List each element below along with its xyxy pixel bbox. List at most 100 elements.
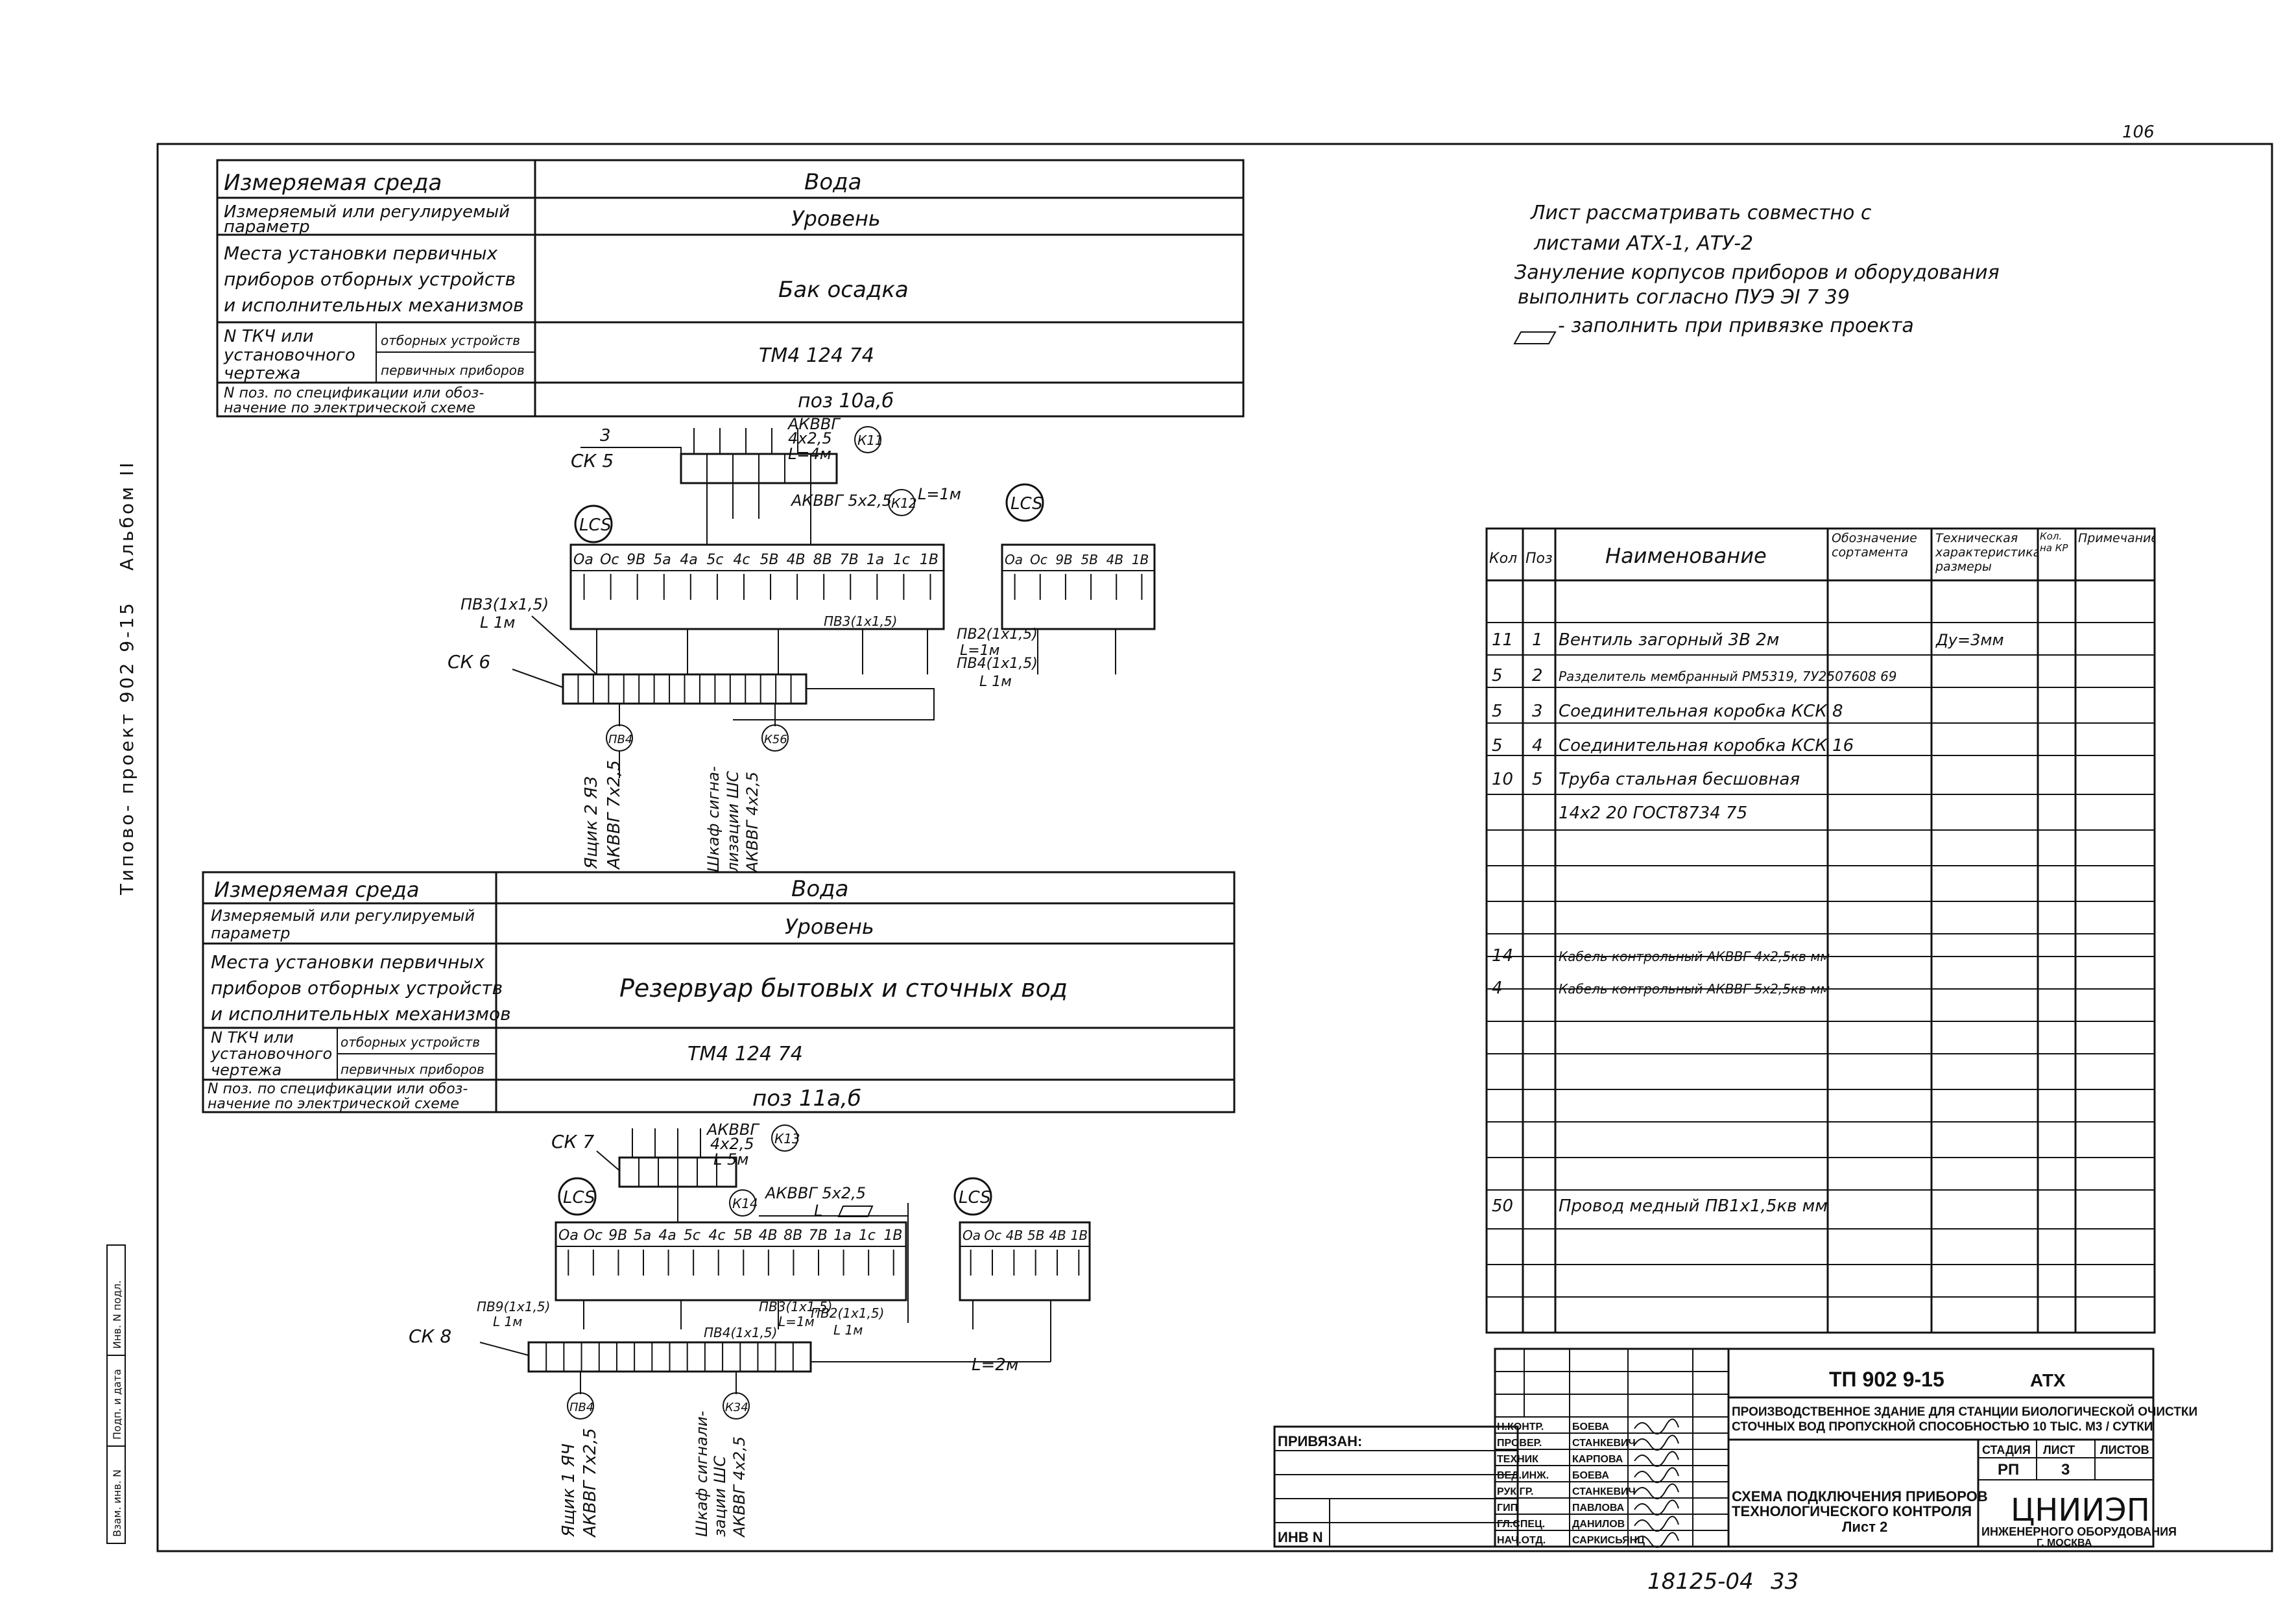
- note-line-1: Лист рассматривать совместно с: [1530, 202, 1872, 224]
- parameter-table-2: Измеряемая среда Измеряемый или регулиру…: [202, 871, 1236, 1113]
- header-dimensions: Техническая характеристика, размеры: [1935, 531, 2038, 574]
- tb-role: ВЕД.ИНЖ.: [1497, 1470, 1549, 1481]
- svg-text:К12: К12: [891, 495, 917, 511]
- t1-location: Бак осадка: [778, 277, 909, 303]
- tb-name: СТАНКЕВИЧ: [1572, 1438, 1636, 1449]
- svg-text:ПВ2(1х1,5): ПВ2(1х1,5): [811, 1305, 884, 1321]
- cable-marker-k12: [888, 489, 915, 516]
- lcs-device-4: [959, 1221, 1091, 1301]
- svg-text:LCS: LCS: [959, 1188, 991, 1207]
- svg-text:14: 14: [1492, 946, 1513, 966]
- svg-text:Ду=3мм: Ду=3мм: [1935, 631, 2004, 649]
- label-sk7: СК 7: [551, 1131, 594, 1152]
- svg-text:1: 1: [1532, 630, 1543, 650]
- svg-text:50: 50: [1492, 1196, 1513, 1216]
- svg-text:L=4м: L=4м: [788, 445, 831, 463]
- header-qty: Кол: [1489, 551, 1517, 567]
- title-block: ПРИВЯЗАН: ИНВ N Н.КОНТР.БОЕВАПРОВЕР.СТАН…: [1273, 1348, 2197, 1549]
- svg-text:4х2,5: 4х2,5: [788, 429, 832, 447]
- svg-text:Труба стальная бесшовная: Труба стальная бесшовная: [1559, 770, 1800, 789]
- tb-name: БОЕВА: [1572, 1470, 1609, 1481]
- svg-text:ИНЖЕНЕРНОГО ОБОРУДОВАНИЯ: ИНЖЕНЕРНОГО ОБОРУДОВАНИЯ: [1981, 1525, 2177, 1538]
- terminal-label: 4с: [708, 1228, 725, 1244]
- svg-text:СТАДИЯ: СТАДИЯ: [1982, 1444, 2031, 1456]
- svg-text:Шкаф сигнали-: Шкаф сигнали-: [693, 1411, 711, 1537]
- sheet-title-1: СХЕМА ПОДКЛЮЧЕНИЯ ПРИБОРОВ: [1732, 1488, 1988, 1504]
- svg-text:L 1м: L 1м: [979, 674, 1012, 690]
- org-name: ЦНИИЭП: [2011, 1492, 2150, 1528]
- terminal-label: 4а: [680, 552, 697, 568]
- terminal-label: 1В: [920, 552, 939, 568]
- t2-pos: поз 11а,б: [752, 1086, 861, 1111]
- svg-text:4: 4: [1492, 979, 1503, 998]
- building-line-1: ПРОИЗВОДСТВЕННОЕ ЗДАНИЕ ДЛЯ СТАНЦИИ БИОЛ…: [1732, 1405, 2197, 1419]
- header-pos: Поз: [1525, 551, 1553, 567]
- t2-medium: Вода: [791, 876, 848, 902]
- svg-text:АКВВГ 5х2,5: АКВВГ 5х2,5: [790, 492, 892, 510]
- note-line-5: - заполнить при привязке проекта: [1558, 315, 1914, 337]
- terminal-label: 8В: [783, 1228, 802, 1244]
- label-parameter: Измеряемый или регулируемый: [224, 202, 510, 222]
- svg-text:ПВ4(1х1,5): ПВ4(1х1,5): [957, 656, 1038, 672]
- svg-text:Соединительная коробка КСК 16: Соединительная коробка КСК 16: [1559, 736, 1854, 755]
- svg-text:приборов отборных устройств: приборов отборных устройств: [211, 977, 503, 999]
- spec-row: 14х2 20 ГОСТ8734 75: [1559, 803, 1747, 823]
- terminal-label: 4с: [733, 552, 750, 568]
- svg-text:Места установки первичных: Места установки первичных: [211, 951, 484, 973]
- svg-text:чертежа: чертежа: [211, 1061, 281, 1079]
- svg-text:лизации ШС: лизации ШС: [724, 771, 742, 873]
- tb-role: ПРОВЕР.: [1497, 1438, 1542, 1449]
- header-qty-kr: Кол. на КР: [2040, 530, 2068, 554]
- svg-text:5: 5: [1492, 666, 1503, 685]
- svg-text:4: 4: [1532, 736, 1543, 755]
- cable-marker-k13: [771, 1124, 798, 1152]
- note-line-3: Зануление корпусов приборов и оборудован…: [1514, 261, 2000, 284]
- svg-text:Соединительная коробка КСК 8: Соединительная коробка КСК 8: [1559, 702, 1843, 721]
- svg-text:ЛИСТ: ЛИСТ: [2043, 1444, 2075, 1456]
- svg-text:Инв. N подл.: Инв. N подл.: [111, 1280, 123, 1349]
- svg-text:Кабель контрольный АКВВГ 4х2,5: Кабель контрольный АКВВГ 4х2,5кв мм: [1559, 949, 1830, 964]
- svg-text:11: 11: [1492, 630, 1513, 650]
- svg-text:ПВ2(1х1,5): ПВ2(1х1,5): [957, 626, 1038, 643]
- label-location: Места установки первичных: [224, 243, 497, 264]
- svg-text:АКВВГ 4х2,5: АКВВГ 4х2,5: [730, 1436, 748, 1538]
- terminal-label: 1В: [1071, 1228, 1088, 1243]
- svg-text:начение по электрической схеме: начение по электрической схеме: [224, 400, 475, 416]
- svg-text:чертежа: чертежа: [224, 364, 300, 383]
- svg-text:L=1м: L=1м: [918, 485, 961, 503]
- side-album: Альбом II: [116, 460, 138, 571]
- signature-icon: [1634, 1418, 1679, 1434]
- terminal-label: 9В: [608, 1228, 627, 1244]
- lcs-symbol-right: [1005, 483, 1044, 522]
- svg-text:Разделитель мембранный РМ5319,: Разделитель мембранный РМ5319, 7У2507608…: [1559, 669, 1897, 684]
- svg-text:ПВ4(1х1,5): ПВ4(1х1,5): [704, 1325, 777, 1340]
- terminal-label: 4В: [1049, 1228, 1066, 1243]
- terminal-label: 9В: [1055, 552, 1072, 567]
- terminal-label: 8В: [813, 552, 832, 568]
- svg-text:зации ШС: зации ШС: [711, 1456, 729, 1537]
- label-medium: Измеряемая среда: [224, 170, 442, 196]
- cable-marker-k34: [723, 1392, 750, 1420]
- svg-text:параметр: параметр: [211, 924, 290, 942]
- tb-name: БОЕВА: [1572, 1421, 1609, 1432]
- svg-text:ЛИСТОВ: ЛИСТОВ: [2100, 1444, 2149, 1456]
- terminal-label: 1а: [833, 1228, 851, 1244]
- svg-text:К14: К14: [732, 1196, 758, 1211]
- terminal-label: 1В: [883, 1228, 902, 1244]
- svg-text:первичных приборов: первичных приборов: [341, 1062, 484, 1077]
- side-label: Типово- проект 902 9-15: [116, 600, 138, 896]
- svg-text:АКВВГ 5х2,5: АКВВГ 5х2,5: [764, 1184, 866, 1202]
- svg-text:L 1м: L 1м: [833, 1322, 863, 1338]
- svg-text:5: 5: [1532, 770, 1543, 789]
- svg-text:Вентиль загорный 3В 2м: Вентиль загорный 3В 2м: [1559, 630, 1779, 650]
- t1-pos: поз 10а,б: [798, 390, 894, 412]
- tb-name: СТАНКЕВИЧ: [1572, 1486, 1636, 1497]
- terminal-label: Ос: [600, 552, 619, 568]
- t2-parameter: Уровень: [785, 914, 874, 939]
- note-line-2: листами АТХ-1, АТУ-2: [1533, 232, 1753, 255]
- lcs-device-1: [569, 543, 945, 630]
- tb-role: ГИП: [1497, 1503, 1518, 1514]
- terminal-label: 5В: [760, 552, 779, 568]
- svg-text:3: 3: [1532, 702, 1543, 721]
